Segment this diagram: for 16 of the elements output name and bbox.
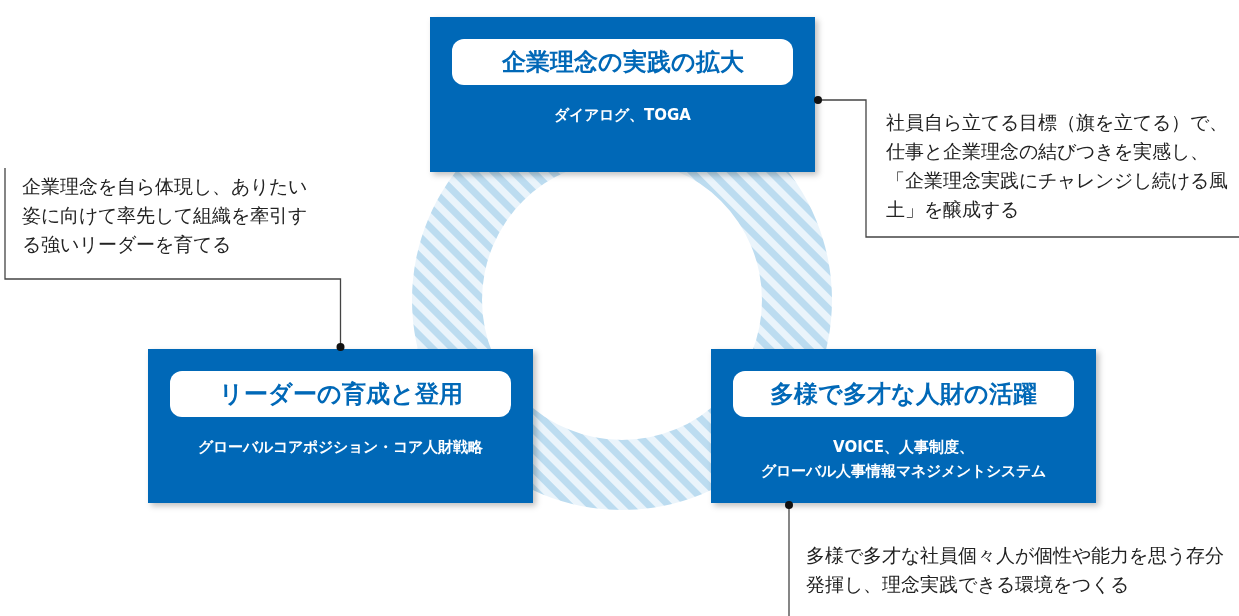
process-box	[148, 349, 533, 503]
callout-text: 社員自ら立てる目標（旗を立てる）で、仕事と企業理念の結びつきを実感し、「企業理念実践にチャレンジし続ける風土」を醸成する	[886, 110, 1229, 222]
callout-text: 企業理念を自ら体現し、ありたい姿に向けて率先して組織を牽引する強いリーダーを育てる	[22, 174, 308, 257]
description-text: VOICE、人事制度、	[832, 437, 975, 458]
description-text: グローバル人事情報マネジメントシステム	[760, 461, 1047, 482]
description-text: グローバルコアポジション・コア人財戦略	[197, 437, 484, 458]
process-box	[430, 17, 815, 172]
title-label: 企業理念の実践の拡大	[452, 39, 793, 85]
process-box	[711, 349, 1096, 503]
title-label: リーダーの育成と登用	[170, 371, 511, 417]
leader-line	[814, 96, 1239, 238]
title-label: 多様で多才な人財の活躍	[733, 371, 1074, 417]
callout-text: 多様で多才な社員個々人が個性や能力を思う存分発揮し、理念実践できる環境をつくる	[806, 543, 1225, 597]
leader-line	[4, 167, 345, 351]
description-text: ダイアログ、TOGA	[553, 105, 692, 126]
leader-line	[785, 501, 793, 616]
